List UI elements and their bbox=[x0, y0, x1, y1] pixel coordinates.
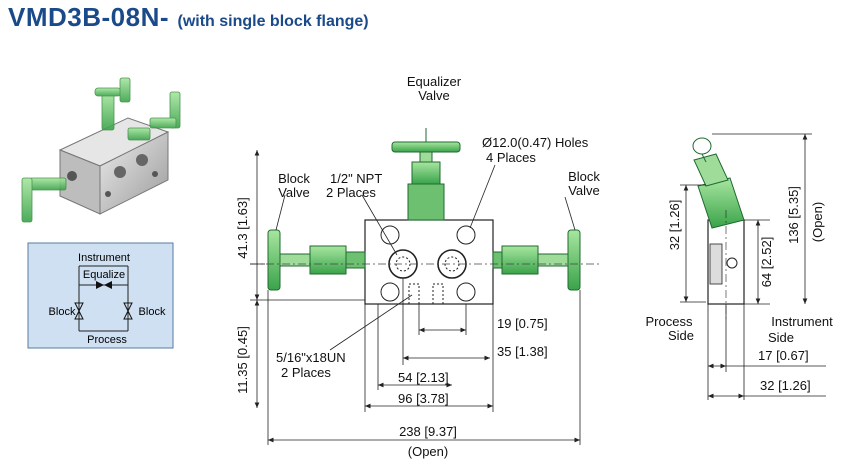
holes-label-1: Ø12.0(0.47) Holes bbox=[482, 135, 589, 150]
side-view: 32 [1.26] 64 [2.52] 136 [5.35] (Open) Pr… bbox=[646, 133, 833, 400]
dim-32-vertical: 32 [1.26] bbox=[667, 200, 682, 251]
dim-238: 238 [9.37] bbox=[399, 424, 457, 439]
schematic-block-right-label: Block bbox=[139, 306, 166, 318]
unf-label-2: 2 Places bbox=[281, 365, 331, 380]
equalizer-label-1: Equalizer bbox=[407, 74, 462, 89]
manifold-3d-render bbox=[21, 77, 181, 223]
equalizer-valve-front bbox=[391, 128, 461, 221]
dim-19: 19 [0.75] bbox=[497, 316, 548, 331]
model-number: VMD3B-08N- bbox=[8, 2, 170, 32]
process-side-label-1: Process bbox=[646, 314, 693, 329]
valve-schematic: Instrument Equalize Block Block Process bbox=[27, 242, 174, 349]
dim-54: 54 [2.13] bbox=[398, 370, 449, 385]
dim-96: 96 [3.78] bbox=[398, 391, 449, 406]
unf-label-1: 5/16"x18UN bbox=[276, 350, 346, 365]
block-valve-left-label-2: Valve bbox=[278, 185, 310, 200]
dim-64: 64 [2.52] bbox=[759, 237, 774, 288]
page-title: VMD3B-08N- (with single block flange) bbox=[8, 2, 369, 33]
schematic-equalize-label: Equalize bbox=[83, 269, 125, 281]
front-view: Equalizer Valve Ø12.0(0.47) Holes 4 Plac… bbox=[235, 74, 600, 459]
npt-label-2: 2 Places bbox=[326, 185, 376, 200]
right-block-valve-front bbox=[492, 229, 581, 291]
dim-35: 35 [1.38] bbox=[497, 344, 548, 359]
side-dimension-lines bbox=[680, 133, 826, 400]
dim-136: 136 [5.35] bbox=[786, 186, 801, 244]
process-side-label-2: Side bbox=[668, 328, 694, 343]
schematic-block-left-label: Block bbox=[49, 306, 76, 318]
block-valve-right-label-1: Block bbox=[568, 169, 600, 184]
dim-32-horizontal: 32 [1.26] bbox=[760, 378, 811, 393]
block-valve-symbol-left bbox=[74, 302, 84, 320]
dim-11-35: 11.35 [0.45] bbox=[235, 326, 250, 394]
schematic-instrument-label: Instrument bbox=[78, 252, 130, 264]
equalizer-valve-side bbox=[692, 137, 745, 229]
dim-41-3: 41.3 [1.63] bbox=[235, 197, 250, 258]
schematic-process-label: Process bbox=[87, 334, 127, 346]
dim-17: 17 [0.67] bbox=[758, 348, 809, 363]
holes-label-2: 4 Places bbox=[486, 150, 536, 165]
instrument-side-label-1: Instrument bbox=[771, 314, 833, 329]
left-block-valve-front bbox=[267, 229, 366, 291]
npt-label-1: 1/2" NPT bbox=[330, 171, 382, 186]
equalize-valve-symbol bbox=[96, 281, 112, 289]
model-subtitle: (with single block flange) bbox=[177, 13, 369, 30]
block-valve-symbol-right bbox=[123, 302, 133, 320]
front-open-label: (Open) bbox=[408, 444, 448, 459]
equalizer-label-2: Valve bbox=[418, 88, 450, 103]
block-valve-right-label-2: Valve bbox=[568, 183, 600, 198]
front-dimension-lines bbox=[250, 150, 581, 445]
block-valve-left-label-1: Block bbox=[278, 171, 310, 186]
side-open-label: (Open) bbox=[810, 202, 825, 242]
instrument-side-label-2: Side bbox=[768, 330, 794, 345]
